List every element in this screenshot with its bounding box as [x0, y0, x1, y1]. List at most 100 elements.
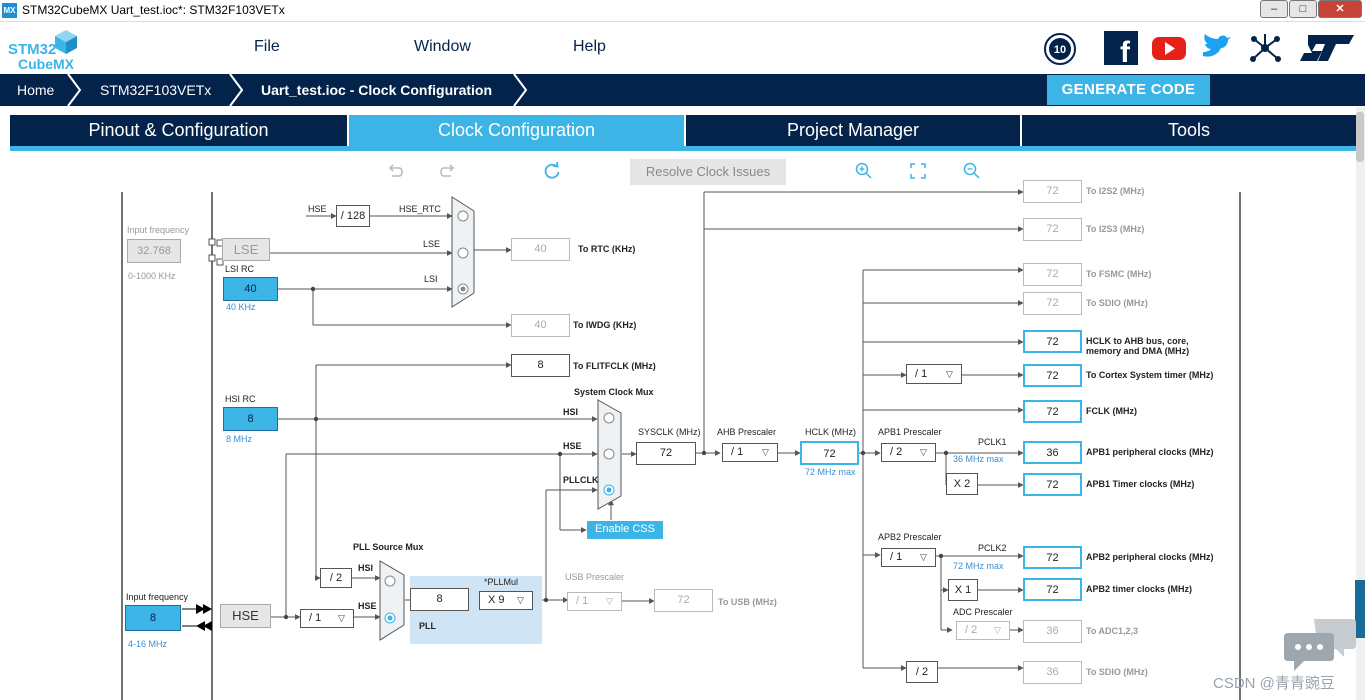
- cortex-divider-select[interactable]: / 1: [906, 364, 962, 384]
- youtube-icon[interactable]: [1151, 31, 1187, 65]
- vertical-scrollbar[interactable]: [1356, 107, 1365, 700]
- watermark: CSDN @青青豌豆: [1213, 675, 1335, 692]
- output-value-9: 72: [1023, 546, 1082, 569]
- minimize-button[interactable]: –: [1260, 0, 1288, 18]
- generate-code-button[interactable]: GENERATE CODE: [1047, 75, 1210, 105]
- refresh-icon[interactable]: [541, 160, 563, 182]
- lsi-value[interactable]: 40: [223, 277, 278, 301]
- chat-icon[interactable]: [1284, 615, 1358, 677]
- rtc-mux-lse-radio[interactable]: [457, 247, 469, 259]
- redo-icon[interactable]: [437, 160, 459, 182]
- menu-window[interactable]: Window: [414, 38, 471, 55]
- stm32cubemx-logo: STM32 CubeMX: [8, 27, 80, 72]
- window-title: STM32CubeMX Uart_test.ioc*: STM32F103VET…: [22, 3, 285, 17]
- pll-mux-hsi-label: HSI: [358, 563, 374, 573]
- hse-prediv-select[interactable]: / 1: [300, 609, 354, 628]
- apb1-prescaler-select[interactable]: / 2: [881, 443, 936, 462]
- chevron-down-icon: ▽: [606, 596, 613, 606]
- tab-pinout[interactable]: Pinout & Configuration: [10, 115, 347, 146]
- lse-frequency-input[interactable]: 32.768: [127, 239, 181, 263]
- lse-input-label: Input frequency: [127, 225, 190, 235]
- anniversary-10-icon[interactable]: 10: [1042, 31, 1078, 65]
- flitfclk-output: 8: [511, 354, 570, 377]
- pllmul-label: *PLLMul: [484, 577, 519, 587]
- menu-help[interactable]: Help: [573, 38, 606, 55]
- facebook-icon[interactable]: f: [1104, 31, 1138, 69]
- usb-prescaler-select[interactable]: / 1: [567, 592, 622, 611]
- hse-input-label: Input frequency: [126, 592, 189, 602]
- chevron-right-icon: [67, 73, 82, 107]
- breadcrumb-project[interactable]: Uart_test.ioc - Clock Configuration: [261, 82, 493, 98]
- menu-file[interactable]: File: [254, 38, 280, 55]
- output-value-4: 72: [1023, 330, 1082, 353]
- breadcrumb-home[interactable]: Home: [17, 82, 55, 98]
- scroll-indicator: [1355, 580, 1365, 638]
- fit-icon[interactable]: [907, 160, 929, 182]
- breadcrumb-device[interactable]: STM32F103VETx: [100, 82, 212, 98]
- clock-tree-diagram: [121, 189, 1241, 700]
- output-label-1: To I2S3 (MHz): [1086, 224, 1145, 234]
- pll-mux-hse-label: HSE: [358, 601, 377, 611]
- tab-clock-configuration[interactable]: Clock Configuration: [349, 115, 684, 146]
- chevron-down-icon: ▽: [994, 625, 1001, 635]
- st-logo-icon[interactable]: [1298, 31, 1356, 65]
- maximize-button[interactable]: □: [1289, 0, 1317, 18]
- sysclk-label: SYSCLK (MHz): [638, 427, 701, 437]
- hsi-unit: 8 MHz: [226, 434, 253, 444]
- hclk-max: 72 MHz max: [805, 467, 856, 477]
- apb2-prescaler-select[interactable]: / 1: [881, 548, 936, 567]
- sys-mux-pll-label: PLLCLK: [563, 475, 599, 485]
- zoom-out-icon[interactable]: [961, 160, 983, 182]
- hsi-value[interactable]: 8: [223, 407, 278, 431]
- iwdg-output: 40: [511, 314, 570, 337]
- pllmul-select[interactable]: X 9: [479, 591, 533, 610]
- chevron-right-icon: [229, 73, 244, 107]
- lsi-label: LSI RC: [225, 264, 255, 274]
- chevron-down-icon: ▽: [517, 595, 524, 605]
- pclk2-label: PCLK2: [978, 543, 1007, 553]
- tab-tools[interactable]: Tools: [1022, 115, 1356, 146]
- pll-source-mux-label: PLL Source Mux: [353, 542, 424, 552]
- tab-project-manager[interactable]: Project Manager: [686, 115, 1020, 146]
- pclk1-max: 36 MHz max: [953, 454, 1004, 464]
- pll-mux-hsi-radio[interactable]: [384, 575, 396, 587]
- hse-frequency-input[interactable]: 8: [125, 605, 181, 631]
- chevron-down-icon: ▽: [338, 613, 345, 623]
- output-value-0: 72: [1023, 180, 1082, 203]
- rtc-mux-hse-radio[interactable]: [457, 210, 469, 222]
- zoom-in-icon[interactable]: [853, 160, 875, 182]
- sys-mux-hse-radio[interactable]: [603, 448, 615, 460]
- hclk-value[interactable]: 72: [800, 441, 859, 465]
- iwdg-output-label: To IWDG (KHz): [573, 320, 637, 330]
- sys-mux-hsi-radio[interactable]: [603, 412, 615, 424]
- ahb-prescaler-label: AHB Prescaler: [717, 427, 777, 437]
- output-label-9: APB2 peripheral clocks (MHz): [1086, 552, 1214, 562]
- main-tabs: Pinout & Configuration Clock Configurati…: [10, 115, 1356, 147]
- pclk2-max: 72 MHz max: [953, 561, 1004, 571]
- apb1-timer-multiplier: X 2: [946, 473, 978, 495]
- rtc-output: 40: [511, 238, 570, 261]
- pll-input-value: 8: [410, 588, 469, 611]
- output-value-11: 36: [1023, 620, 1082, 643]
- output-label-12: To SDIO (MHz): [1086, 667, 1148, 677]
- undo-icon[interactable]: [384, 160, 406, 182]
- output-value-12: 36: [1023, 661, 1082, 684]
- chevron-down-icon: ▽: [946, 369, 953, 379]
- hsi-rc-label: HSI RC: [225, 394, 256, 404]
- ahb-prescaler-select[interactable]: / 1: [722, 443, 778, 462]
- network-icon[interactable]: [1248, 31, 1282, 65]
- chevron-right-icon: [513, 73, 528, 107]
- enable-css-button[interactable]: Enable CSS: [587, 521, 663, 539]
- sysclk-value[interactable]: 72: [636, 442, 696, 465]
- scrollbar-thumb[interactable]: [1356, 112, 1364, 162]
- output-value-3: 72: [1023, 292, 1082, 315]
- output-value-2: 72: [1023, 263, 1082, 286]
- svg-text:10: 10: [1054, 44, 1066, 56]
- chevron-down-icon: ▽: [920, 447, 927, 457]
- output-label-4: HCLK to AHB bus, core,: [1086, 336, 1189, 346]
- close-button[interactable]: ✕: [1318, 0, 1362, 18]
- hclk-label: HCLK (MHz): [805, 427, 856, 437]
- adc-prescaler-select[interactable]: / 2: [956, 621, 1010, 640]
- twitter-icon[interactable]: [1200, 31, 1234, 65]
- resolve-clock-issues-button[interactable]: Resolve Clock Issues: [630, 159, 786, 185]
